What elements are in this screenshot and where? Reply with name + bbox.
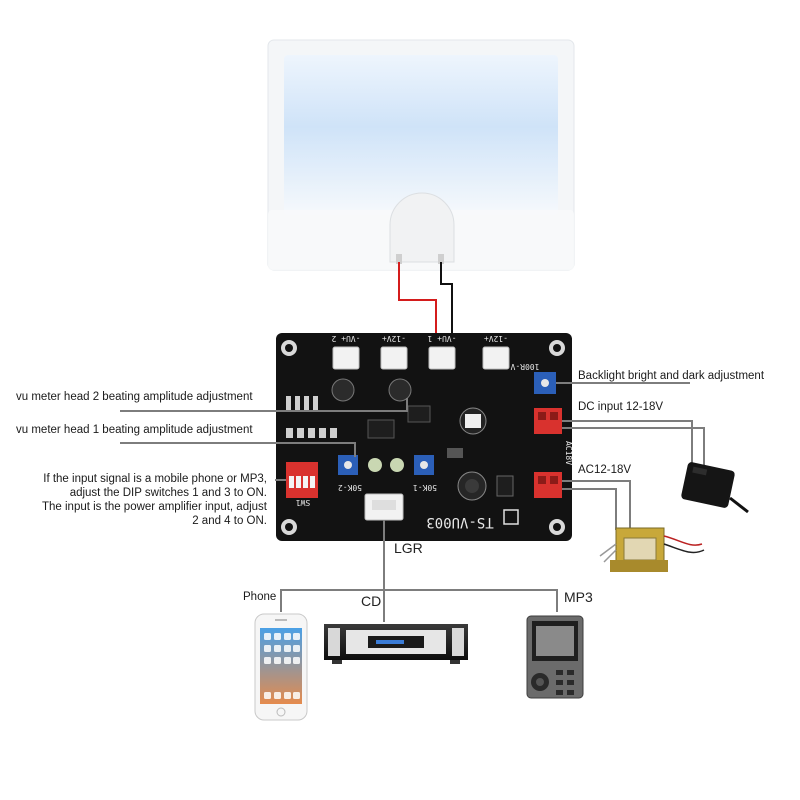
pot-head-2 xyxy=(414,455,434,475)
pot-backlight xyxy=(534,372,556,394)
board-switch-label: SW1 xyxy=(296,498,311,507)
board-header-label-1: -12V+ xyxy=(382,334,406,343)
cd-player xyxy=(324,624,468,664)
mp3-player xyxy=(526,615,584,699)
dip-switch xyxy=(286,462,318,498)
label-lgr: LGR xyxy=(394,540,423,556)
pcb-board: -VU+ 2 -12V+ -VU+ 1 -12V+ 50K-2 50K-1 SW… xyxy=(276,333,573,541)
dip-note-line-1: If the input signal is a mobile phone or… xyxy=(43,473,267,485)
board-side-label: AC18V xyxy=(564,441,573,465)
label-dip-note: If the input signal is a mobile phone or… xyxy=(42,472,267,528)
dc-adapter xyxy=(681,462,749,514)
board-model-label: TS-VU003 xyxy=(426,514,493,530)
dip-note-line-2: adjust the DIP switches 1 and 3 to ON. xyxy=(69,487,267,499)
transformer xyxy=(599,527,705,572)
board-header-label-2: -VU+ 1 xyxy=(427,334,456,343)
dip-note-line-4: 2 and 4 to ON. xyxy=(192,515,267,527)
dc-terminal xyxy=(534,408,562,434)
dip-note-line-3: The input is the power amplifier input, … xyxy=(41,501,267,513)
label-vu-head-2: vu meter head 2 beating amplitude adjust… xyxy=(16,391,253,403)
label-cd: CD xyxy=(361,593,382,609)
label-mp3: MP3 xyxy=(564,589,593,605)
board-header-label-3: -12V+ xyxy=(484,334,508,343)
ac-terminal xyxy=(534,472,562,498)
board-header-label-0: -VU+ 2 xyxy=(331,334,360,343)
lgr-connector xyxy=(364,493,404,521)
label-backlight: Backlight bright and dark adjustment xyxy=(578,370,765,382)
board-pot-label-0: 50K-2 xyxy=(338,483,362,492)
board-res-label: 100R-V xyxy=(510,362,539,371)
phone-device xyxy=(254,613,308,721)
leader-lines xyxy=(120,382,705,622)
board-pot-label-1: 50K-1 xyxy=(413,483,437,492)
label-dc-input: DC input 12-18V xyxy=(578,401,664,413)
label-vu-head-1: vu meter head 1 beating amplitude adjust… xyxy=(16,424,253,436)
label-phone: Phone xyxy=(243,591,277,603)
meter-wires xyxy=(398,262,453,348)
pot-head-1 xyxy=(338,455,358,475)
label-ac-input: AC12-18V xyxy=(578,464,632,476)
vu-meter-head xyxy=(267,39,575,271)
